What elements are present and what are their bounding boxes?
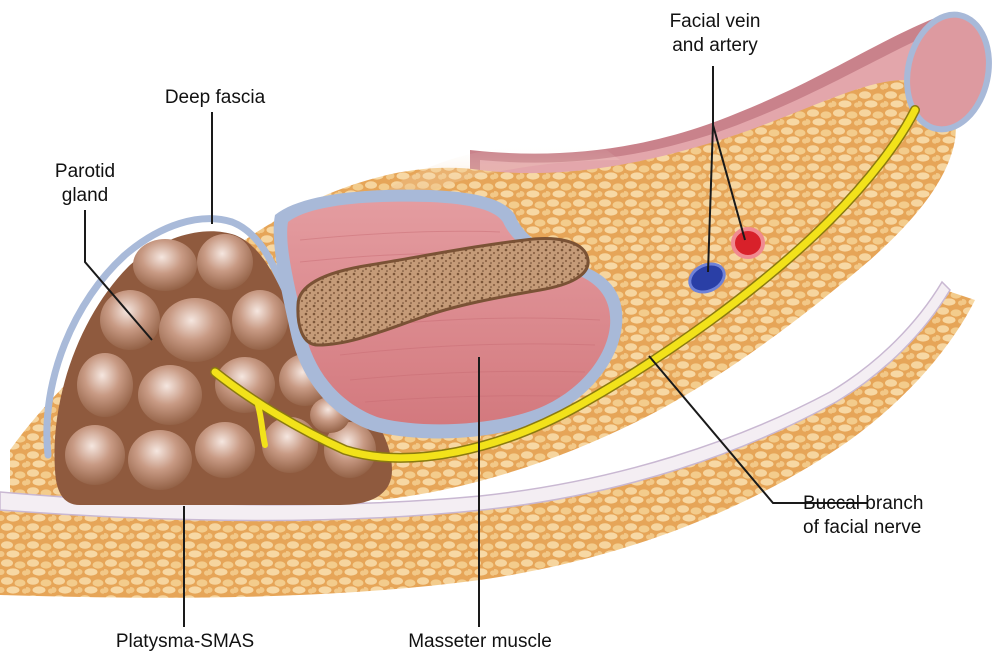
label-parotid-gland-line1: Parotid [40, 160, 130, 184]
label-facial-vein-artery: Facial vein and artery [640, 10, 790, 58]
label-parotid-gland-line2: gland [40, 184, 130, 208]
label-masseter-muscle: Masseter muscle [385, 630, 575, 654]
label-buccal-branch: Buccal branch of facial nerve [803, 492, 983, 540]
facial-artery [733, 229, 763, 257]
label-facial-vein-artery-line2: and artery [640, 34, 790, 58]
label-platysma-smas: Platysma-SMAS [90, 630, 280, 654]
label-facial-vein-artery-line1: Facial vein [640, 10, 790, 34]
label-buccal-branch-line1: Buccal branch [803, 492, 983, 516]
label-deep-fascia: Deep fascia [140, 86, 290, 110]
label-parotid-gland: Parotid gland [40, 160, 130, 208]
label-buccal-branch-line2: of facial nerve [803, 516, 983, 540]
